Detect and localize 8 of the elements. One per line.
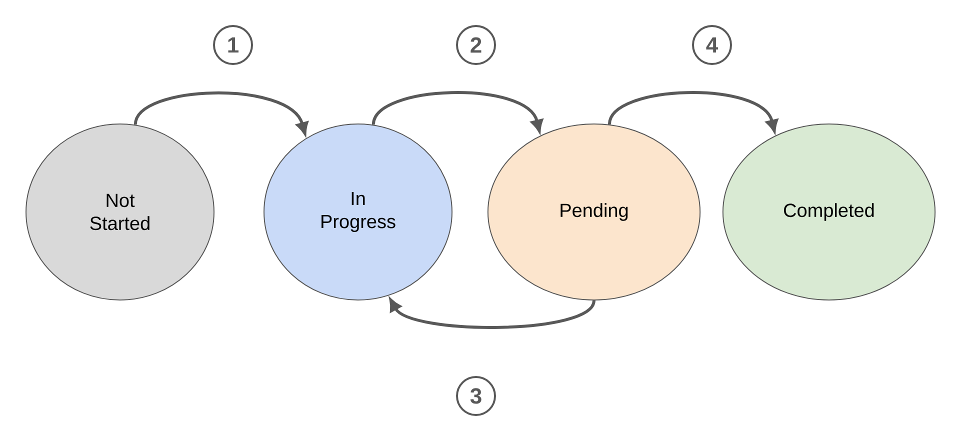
arrow: [134, 91, 308, 135]
edge-label: 2: [456, 25, 496, 65]
arrow: [372, 91, 543, 132]
edge-label: 1: [213, 25, 253, 65]
edge-label: 3: [456, 376, 496, 416]
arrow: [608, 91, 778, 132]
arrow: [389, 298, 596, 329]
edge-label: 4: [692, 25, 732, 65]
